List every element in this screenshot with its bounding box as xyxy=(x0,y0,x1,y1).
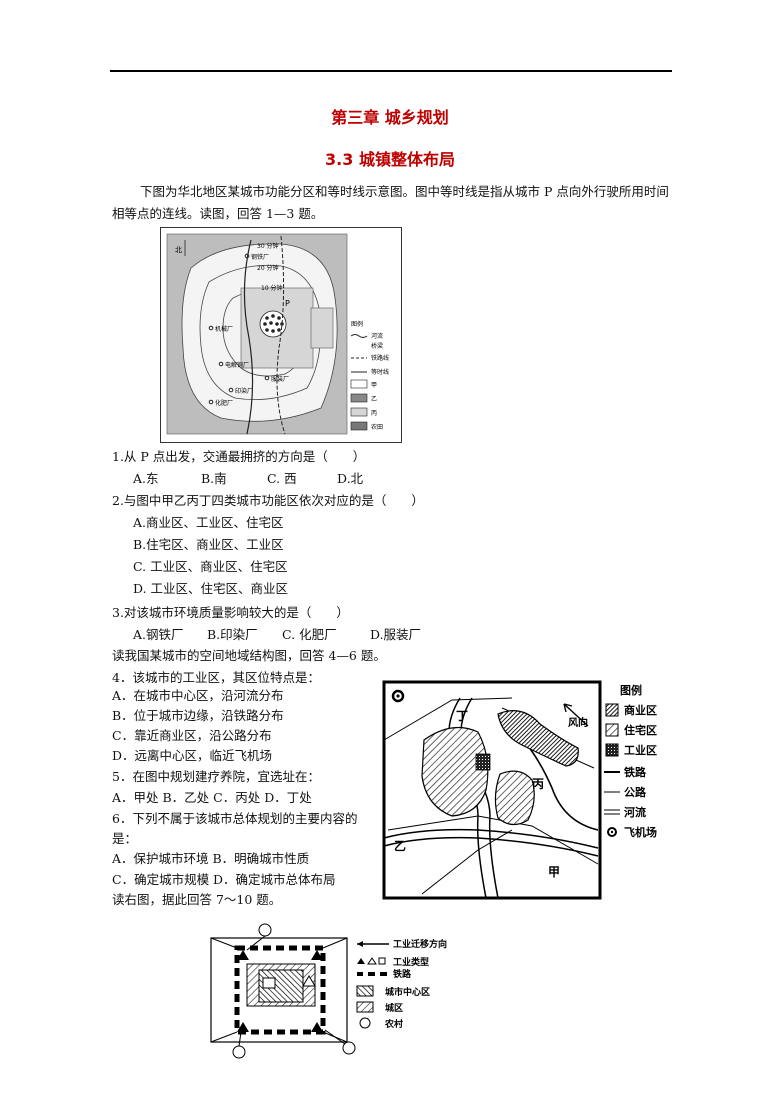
svg-text:10 分钟: 10 分钟 xyxy=(261,284,283,292)
label-jia: 甲 xyxy=(548,865,560,879)
svg-text:工业迁移方向: 工业迁移方向 xyxy=(393,938,447,950)
svg-text:公路: 公路 xyxy=(624,785,647,799)
residential-area-west xyxy=(421,726,489,817)
industry-migration-map: 工业迁移方向 工业类型 铁路 城市中心区 城区 农村 xyxy=(210,923,447,1059)
river-line xyxy=(243,239,254,435)
question-1: 1.从 P 点出发，交通最拥挤的方向是（ ） xyxy=(112,449,366,464)
label-bing: 丙 xyxy=(532,777,544,791)
airport-icon xyxy=(391,689,405,703)
svg-text:图例: 图例 xyxy=(351,320,363,328)
svg-text:工业类型: 工业类型 xyxy=(393,956,429,968)
intro-2: 读我国某城市的空间地域结构图，回答 4—6 题。 xyxy=(112,648,386,663)
svg-text:铁路线: 铁路线 xyxy=(371,354,389,362)
label-ding: 丁 xyxy=(456,709,468,723)
svg-text:30 分钟: 30 分钟 xyxy=(257,242,279,250)
section-title: 3.3 城镇整体布局 xyxy=(325,150,455,169)
svg-text:飞机场: 飞机场 xyxy=(624,825,657,839)
wind-direction-label: 风向 xyxy=(568,716,588,729)
svg-text:甲: 甲 xyxy=(371,382,377,389)
residential-area-east xyxy=(494,770,535,826)
svg-text:服装厂: 服装厂 xyxy=(271,375,289,383)
svg-text:农村: 农村 xyxy=(384,1018,403,1030)
question-3: 3.对该城市环境质量影响较大的是（ ） xyxy=(112,605,349,620)
svg-text:河流: 河流 xyxy=(371,332,383,340)
svg-text:机械厂: 机械厂 xyxy=(215,325,233,333)
railway-line xyxy=(276,235,286,435)
svg-text:铁路: 铁路 xyxy=(624,765,647,779)
label-yi: 乙 xyxy=(394,839,406,853)
city-structure-map: 丁 风向 丙 乙 甲 图例 商业区 住宅区 工业区 铁路 公路 河流 飞机场 xyxy=(382,680,657,900)
svg-text:城市中心区: 城市中心区 xyxy=(385,986,430,998)
svg-text:印染厂: 印染厂 xyxy=(235,387,253,395)
figure1-legend: 图例 河流 桥梁 铁路线 等时线 甲 乙 丙 农田 xyxy=(350,320,389,431)
figure3-legend: 工业迁移方向 工业类型 铁路 城市中心区 城区 农村 xyxy=(356,938,447,1030)
industrial-area xyxy=(475,753,491,771)
svg-text:20 分钟: 20 分钟 xyxy=(257,264,279,272)
intro-paragraph: 下图为华北地区某城市功能分区和等时线示意图。图中等时线是指从城市 P 点向外行驶… xyxy=(112,184,669,221)
svg-text:住宅区: 住宅区 xyxy=(624,723,657,737)
header-rule xyxy=(110,70,672,72)
svg-text:等时线: 等时线 xyxy=(371,368,389,376)
city-function-map: 北 30 分钟 20 分钟 10 分钟 P 钢铁厂 机械厂 电解铜厂 服装厂 印… xyxy=(160,227,402,443)
svg-text:桥梁: 桥梁 xyxy=(371,342,383,350)
point-p: P xyxy=(285,299,290,308)
svg-text:丙: 丙 xyxy=(371,410,377,417)
svg-text:电解铜厂: 电解铜厂 xyxy=(225,361,249,369)
svg-text:钢铁厂: 钢铁厂 xyxy=(251,253,269,261)
svg-text:乙: 乙 xyxy=(371,396,377,403)
commercial-area xyxy=(497,710,579,767)
svg-text:河流: 河流 xyxy=(624,805,646,819)
svg-text:城区: 城区 xyxy=(385,1002,403,1014)
svg-text:农田: 农田 xyxy=(371,423,383,431)
figure2-legend: 图例 商业区 住宅区 工业区 铁路 公路 河流 飞机场 xyxy=(604,683,657,839)
svg-text:铁路: 铁路 xyxy=(393,968,412,980)
svg-text:图例: 图例 xyxy=(620,683,642,697)
svg-text:工业区: 工业区 xyxy=(624,743,657,757)
question-2: 2.与图中甲乙丙丁四类城市功能区依次对应的是（ ） xyxy=(112,493,424,508)
north-label: 北 xyxy=(175,246,182,254)
svg-text:商业区: 商业区 xyxy=(624,703,657,717)
svg-text:化肥厂: 化肥厂 xyxy=(215,399,233,407)
chapter-title: 第三章 城乡规划 xyxy=(331,108,449,127)
